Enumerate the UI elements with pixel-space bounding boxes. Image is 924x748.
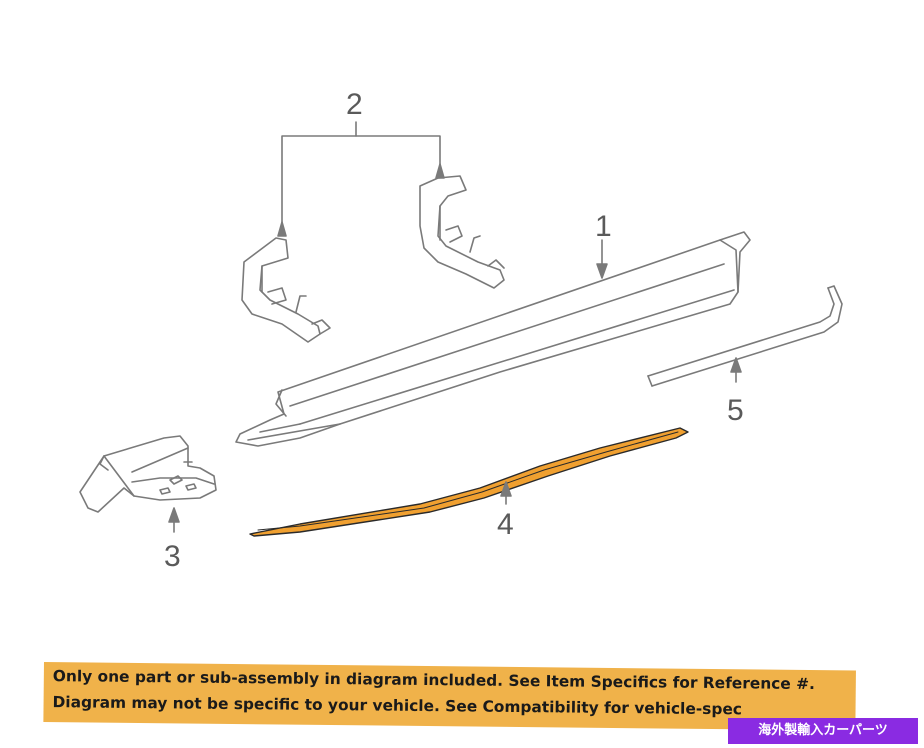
callout-5: 5 [727,394,744,427]
leader-lines-2 [281,121,441,233]
callout-4: 4 [497,508,514,541]
arrowhead-3 [168,507,180,523]
end-cap [79,435,217,513]
disclaimer-line-1: Only one part or sub-assembly in diagram… [52,667,815,694]
callout-1: 1 [595,210,612,243]
bracket-right [419,175,505,289]
callout-3: 3 [164,540,181,573]
arrowhead-5 [730,357,742,373]
molding-strip [647,285,843,387]
disclaimer-line-2: Diagram may not be specific to your vehi… [52,693,743,719]
callout-2: 2 [346,88,363,121]
arrowhead-2a [277,221,287,237]
arrowhead-4 [500,481,512,497]
lower-molding-highlight [249,427,689,537]
bracket-left [241,237,331,343]
arrowhead-1 [596,263,608,279]
arrowhead-2b [435,163,445,179]
running-board [235,231,751,447]
parts-diagram [79,121,843,537]
shop-badge: 海外製輸入カーパーツ [728,718,918,744]
